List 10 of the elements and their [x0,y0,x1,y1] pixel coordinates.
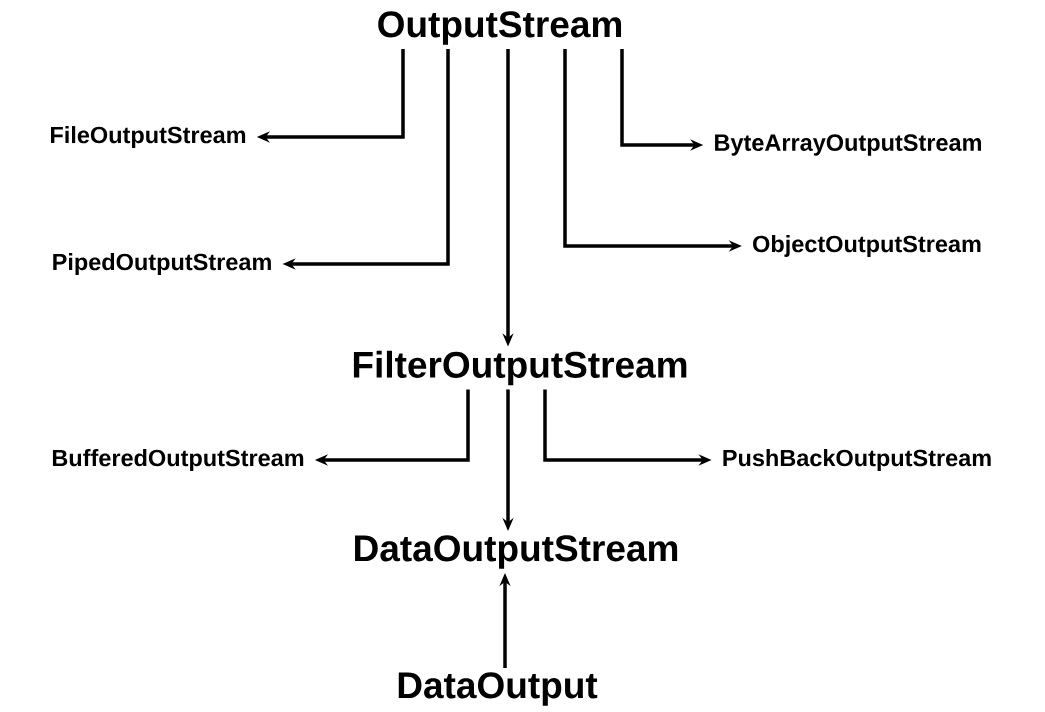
class-name: ObjectOutputStream [753,235,981,257]
class-name: DataOutput [398,672,598,706]
class-name: PushBackOutputStream [723,449,991,471]
class-name: PipedOutputStream [53,253,271,275]
class-name: FileOutputStream [51,126,246,148]
class-name: DataOutputStream [355,535,678,569]
class-name: BufferedOutputStream [52,449,304,471]
class-name: OutputStream [378,11,622,45]
class-name: FilterOutputStream [353,350,687,386]
class-name: ByteArrayOutputStream [715,134,981,156]
